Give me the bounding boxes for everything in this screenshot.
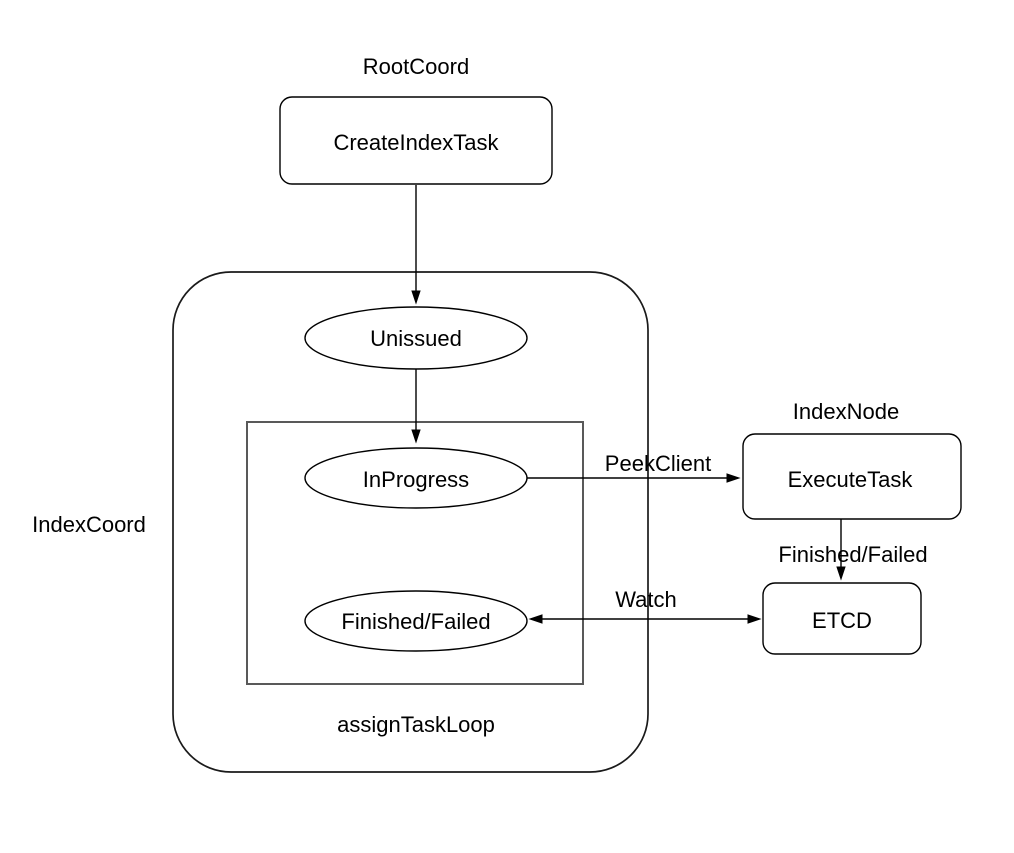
root-coord-label: RootCoord bbox=[363, 54, 469, 79]
finished-failed-state-label: Finished/Failed bbox=[341, 609, 490, 634]
finished-failed-edge-label: Finished/Failed bbox=[778, 542, 927, 567]
create-index-task-node-label: CreateIndexTask bbox=[333, 130, 499, 155]
etcd-node bbox=[762, 582, 922, 655]
unissued-state-label: Unissued bbox=[370, 326, 462, 351]
index-coord-container bbox=[172, 271, 649, 773]
execute-task-node bbox=[742, 433, 962, 520]
watch-edge-label: Watch bbox=[615, 587, 677, 612]
create-index-task-node bbox=[279, 96, 553, 185]
peek-client-edge-label: PeekClient bbox=[605, 451, 711, 476]
finished-failed-state-node bbox=[304, 590, 528, 652]
execute-task-node-label: ExecuteTask bbox=[788, 467, 914, 492]
etcd-node-label: ETCD bbox=[812, 608, 872, 633]
in-progress-state-label: InProgress bbox=[363, 467, 469, 492]
index-coord-label: IndexCoord bbox=[32, 512, 146, 537]
index-node-label: IndexNode bbox=[793, 399, 899, 424]
assign-task-loop-label: assignTaskLoop bbox=[337, 712, 495, 737]
assign-task-loop-container bbox=[246, 421, 584, 685]
